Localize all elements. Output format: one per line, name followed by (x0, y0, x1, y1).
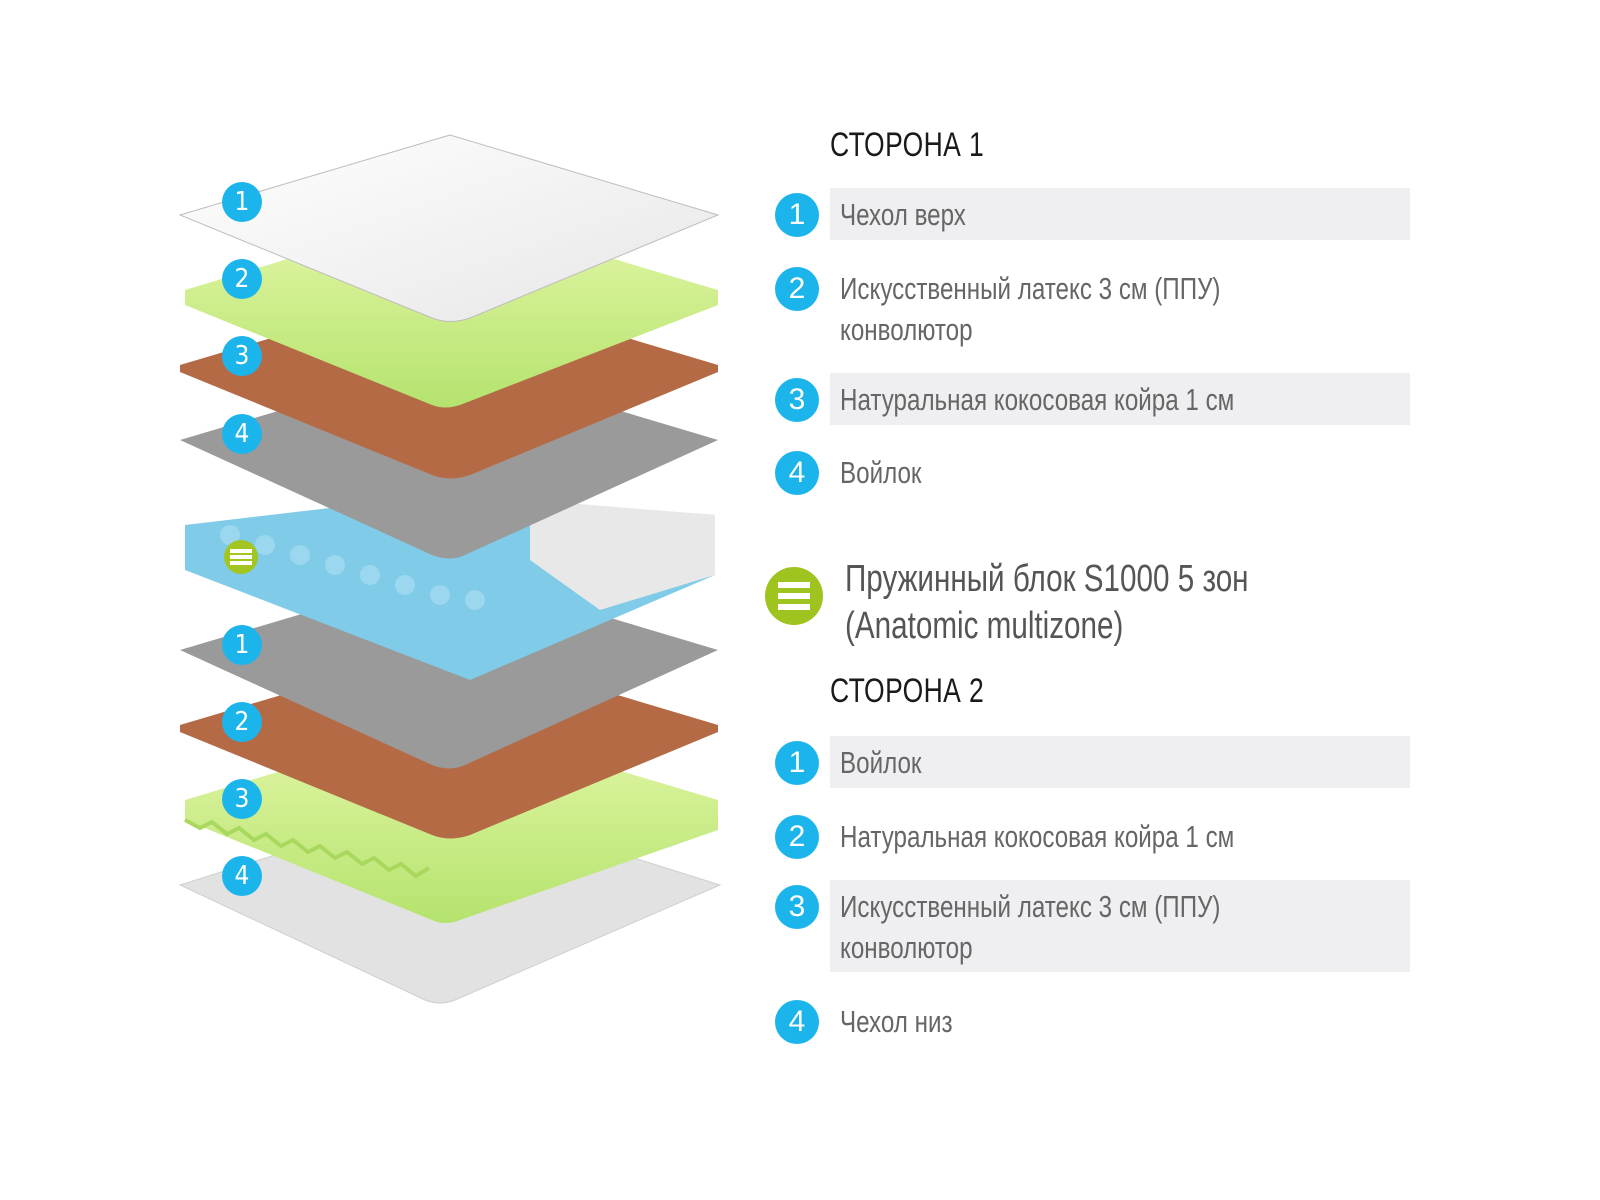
number-badge: 3 (775, 378, 819, 422)
side1-badge-2: 2 (222, 259, 262, 299)
item-label: Чехол верх (840, 197, 966, 232)
number-badge: 4 (775, 1000, 819, 1044)
side1-badge-4: 4 (222, 414, 262, 454)
item-label: Войлок (840, 745, 922, 780)
number-badge: 4 (775, 451, 819, 495)
mattress-layers-illustration: 1 2 3 4 1 2 3 4 (170, 120, 740, 1040)
item-label-line2: конволютор (840, 930, 973, 965)
side2-heading: СТОРОНА 2 (830, 672, 985, 710)
number-badge: 1 (775, 741, 819, 785)
number-badge: 3 (775, 885, 819, 929)
spring-block-badge-icon (224, 540, 258, 574)
item-label: Натуральная кокосовая койра 1 см (840, 819, 1235, 854)
side1-heading: СТОРОНА 1 (830, 126, 985, 164)
item-label: Натуральная кокосовая койра 1 см (840, 382, 1235, 417)
side2-badge-4: 4 (222, 856, 262, 896)
side1-badge-1: 1 (222, 182, 262, 222)
spring-block-label: Пружинный блок S1000 5 зон (845, 558, 1249, 600)
layer-cover-top (178, 134, 720, 322)
item-label: Искусственный латекс 3 см (ППУ) (840, 889, 1221, 924)
side1-badge-3: 3 (222, 336, 262, 376)
item-label: Чехол низ (840, 1004, 953, 1039)
spring-block-label-line2: (Anatomic multizone) (845, 605, 1124, 647)
side2-badge-2: 2 (222, 702, 262, 742)
item-label: Войлок (840, 455, 922, 490)
spring-block-icon (765, 567, 823, 625)
number-badge: 1 (775, 193, 819, 237)
number-badge: 2 (775, 815, 819, 859)
side2-badge-3: 3 (222, 779, 262, 819)
item-label-line2: конволютор (840, 312, 973, 347)
number-badge: 2 (775, 267, 819, 311)
item-label: Искусственный латекс 3 см (ППУ) (840, 271, 1221, 306)
side2-badge-1: 1 (222, 625, 262, 665)
